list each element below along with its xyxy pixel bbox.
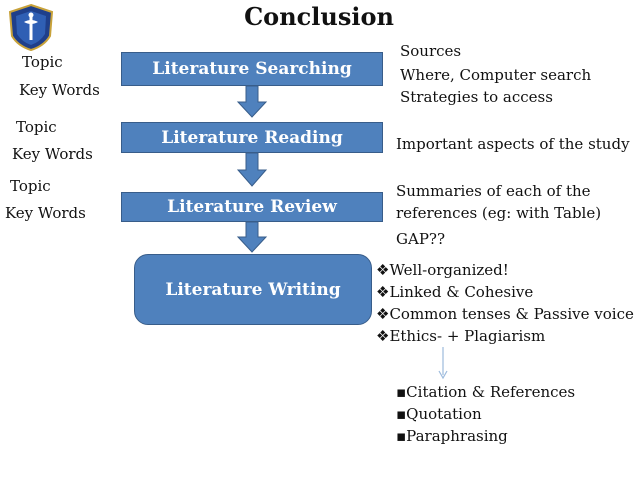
square-bullet-icon: ▪ <box>396 383 407 401</box>
note-line: Strategies to access <box>400 88 553 106</box>
topic-label: Topic <box>16 118 57 136</box>
note-line: ❖Common tenses & Passive voice <box>376 305 634 323</box>
keywords-label: Key Words <box>19 81 100 99</box>
down-arrow-1 <box>236 85 268 118</box>
note-line: ❖Linked & Cohesive <box>376 283 534 301</box>
box-literature-review: Literature Review <box>121 192 383 222</box>
note-line: references (eg: with Table) <box>396 204 602 222</box>
keywords-label: Key Words <box>12 145 93 163</box>
page-title: Conclusion <box>244 2 394 31</box>
diamond-bullet-icon: ❖ <box>376 283 390 301</box>
sub-connector-arrowhead <box>438 370 448 380</box>
sub-notes: ▪Citation & References ▪Quotation ▪Parap… <box>396 381 575 447</box>
note-line: GAP?? <box>396 230 445 248</box>
review-notes: Summaries of each of the references (eg:… <box>396 180 601 250</box>
keywords-label: Key Words <box>5 204 86 222</box>
box-literature-writing: Literature Writing <box>134 254 372 325</box>
note-line: Summaries of each of the <box>396 182 591 200</box>
down-arrow-2 <box>236 152 268 187</box>
topic-label: Topic <box>22 53 63 71</box>
diamond-bullet-icon: ❖ <box>376 305 390 323</box>
topic-label: Topic <box>10 177 51 195</box>
note-line: Sources <box>400 42 462 60</box>
reading-notes: Important aspects of the study <box>396 133 630 155</box>
down-arrow-3 <box>236 221 268 253</box>
note-line: ▪Paraphrasing <box>396 427 508 445</box>
note-line: ▪Citation & References <box>396 383 576 401</box>
square-bullet-icon: ▪ <box>396 405 407 423</box>
square-bullet-icon: ▪ <box>396 427 407 445</box>
writing-notes: ❖Well-organized! ❖Linked & Cohesive ❖Com… <box>376 259 634 347</box>
university-logo <box>4 2 58 52</box>
box-literature-reading: Literature Reading <box>121 122 383 153</box>
searching-notes: Sources Where, Computer search Strategie… <box>400 40 591 108</box>
note-line: Important aspects of the study <box>396 135 630 153</box>
note-line: Where, Computer search <box>400 66 592 84</box>
note-line: ▪Quotation <box>396 405 482 423</box>
box-literature-searching: Literature Searching <box>121 52 383 86</box>
diamond-bullet-icon: ❖ <box>376 327 390 345</box>
note-line: ❖Well-organized! <box>376 261 509 279</box>
note-line: ❖Ethics- + Plagiarism <box>376 327 546 345</box>
diamond-bullet-icon: ❖ <box>376 261 390 279</box>
